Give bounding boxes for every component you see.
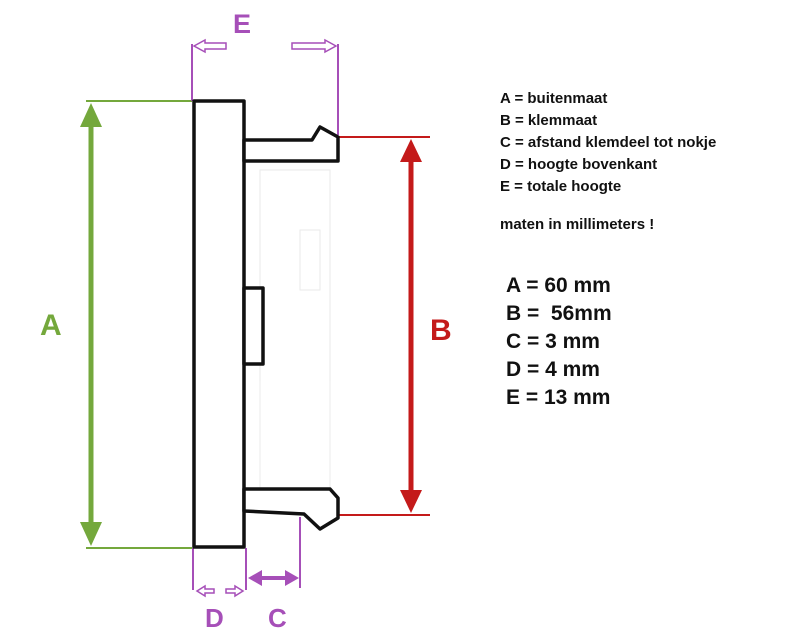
dimension-d-arrow-right bbox=[225, 584, 245, 598]
legend: A = buitenmaat B = klemmaat C = afstand … bbox=[500, 88, 790, 236]
dimension-e: E bbox=[191, 9, 339, 135]
dimension-a: A bbox=[40, 100, 192, 549]
background-shadow bbox=[259, 169, 331, 501]
measurement-values: A = 60 mm B = 56mm C = 3 mm D = 4 mm E =… bbox=[506, 272, 786, 412]
clip-part bbox=[192, 99, 340, 549]
value-d: D = 4 mm bbox=[506, 358, 600, 381]
legend-line-c: C = afstand klemdeel tot nokje bbox=[500, 134, 717, 151]
legend-line-a: A = buitenmaat bbox=[500, 90, 608, 107]
dimension-e-arrow-right bbox=[291, 38, 338, 54]
dimension-c: C bbox=[248, 517, 301, 633]
legend-line-d: D = hoogte bovenkant bbox=[500, 156, 658, 173]
dimension-c-arrow-left bbox=[248, 570, 262, 586]
value-b: B = 56mm bbox=[506, 302, 612, 325]
units-note: maten in millimeters ! bbox=[500, 216, 655, 233]
dimension-d: D bbox=[192, 548, 247, 633]
dimension-b-arrow-top bbox=[400, 139, 422, 162]
dimension-b-arrow-bottom bbox=[400, 490, 422, 513]
dimension-d-label: D bbox=[205, 603, 224, 633]
dimension-b: B bbox=[330, 136, 452, 516]
legend-line-e: E = totale hoogte bbox=[500, 178, 622, 195]
dimension-e-arrow-left bbox=[192, 38, 227, 54]
dimension-e-label: E bbox=[233, 9, 251, 39]
dimension-d-arrow-left bbox=[195, 584, 215, 598]
upper-clip-arm bbox=[242, 125, 340, 163]
dimension-c-arrow-right bbox=[285, 570, 299, 586]
dimension-c-label: C bbox=[268, 603, 287, 633]
center-tab bbox=[242, 286, 265, 366]
dimension-a-arrow-bottom bbox=[80, 522, 102, 546]
dimension-b-label: B bbox=[430, 314, 452, 347]
cap-plate bbox=[192, 99, 246, 549]
value-c: C = 3 mm bbox=[506, 330, 600, 353]
lower-clip-arm bbox=[242, 487, 340, 531]
value-e: E = 13 mm bbox=[506, 386, 611, 409]
legend-line-b: B = klemmaat bbox=[500, 112, 598, 129]
dimension-a-arrow-top bbox=[80, 103, 102, 127]
dimension-a-label: A bbox=[40, 309, 62, 342]
value-a: A = 60 mm bbox=[506, 274, 611, 297]
